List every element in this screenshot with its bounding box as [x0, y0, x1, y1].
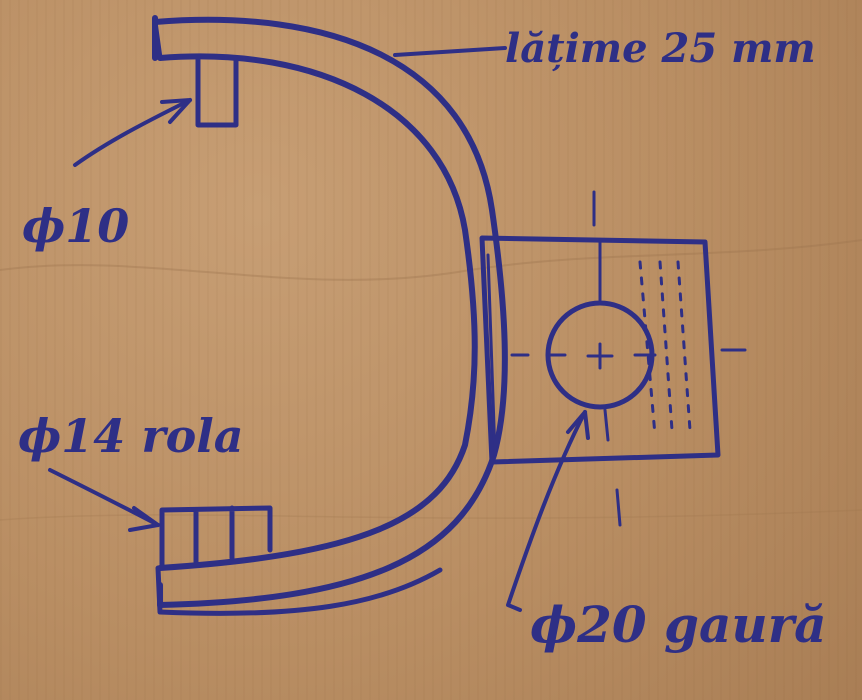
phi20-arrowhead: [566, 410, 590, 440]
phi20-label: ϕ20 gaură: [530, 595, 827, 654]
hole-centerlines: [510, 190, 747, 527]
cardboard-crease: [0, 509, 862, 521]
phi14-arrowhead: [128, 506, 160, 532]
width-note-label: lățime 25 mm: [505, 25, 816, 72]
top-pin: [195, 55, 239, 128]
bracket-inner-edge: [157, 53, 478, 571]
top-end-cap: [152, 19, 163, 61]
bottom-end-cap: [155, 565, 443, 616]
mounting-plate: [479, 235, 721, 465]
phi20-leader: [506, 410, 587, 612]
width-leader: [393, 46, 507, 57]
plate-weld-line: [486, 253, 497, 457]
phi14-label: ϕ14 rola: [18, 409, 244, 463]
bottom-roller: [159, 505, 273, 571]
phi10-arrowhead: [160, 98, 192, 124]
plate-hatch: [638, 260, 692, 437]
hole-center-mark: [586, 342, 614, 370]
phi10-label: ϕ10: [22, 199, 129, 253]
phi10-leader: [73, 98, 192, 167]
